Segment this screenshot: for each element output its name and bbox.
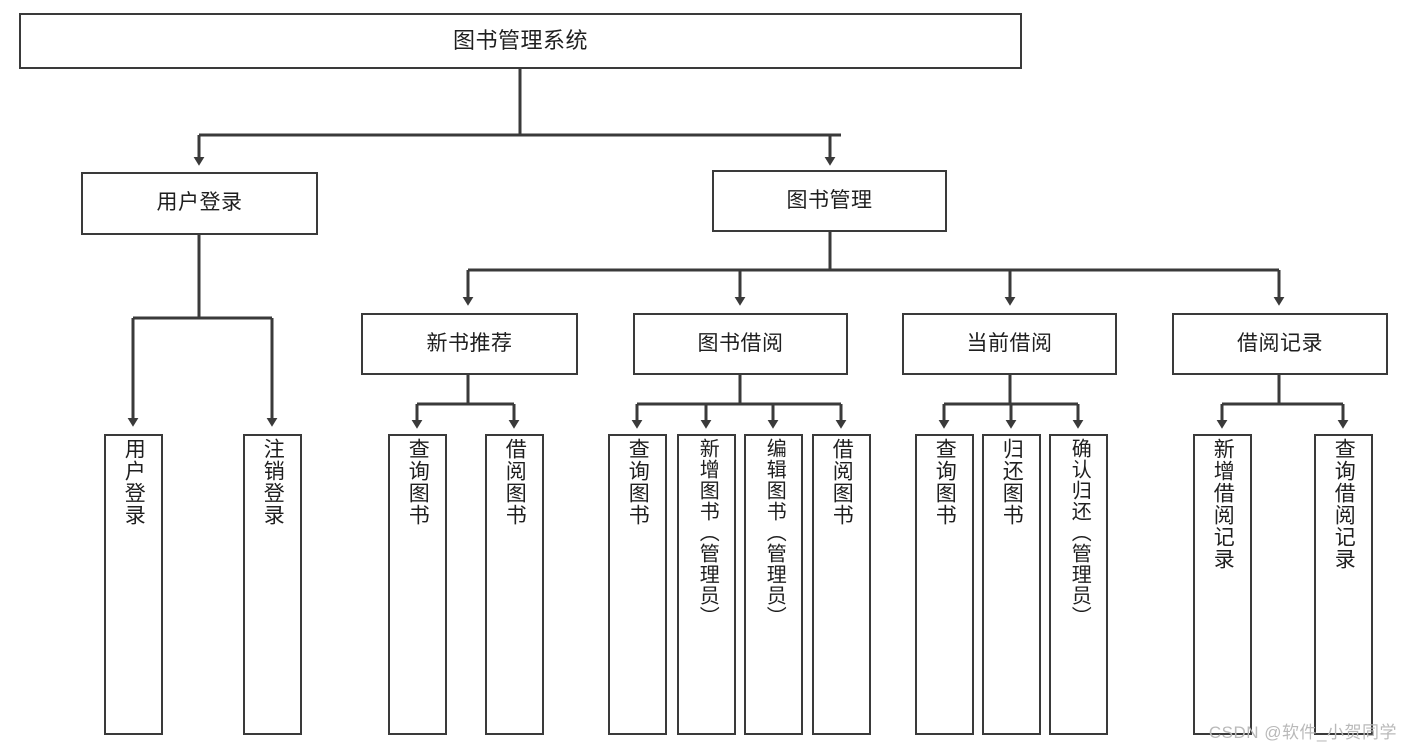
leaf-borrow-borrow-book-label: 借阅图书 xyxy=(830,438,854,526)
leaf-user-login-login-label: 用户登录 xyxy=(122,438,146,526)
leaf-record-search-record-label: 查询借阅记录 xyxy=(1332,438,1356,570)
node-book-borrow[interactable]: 图书借阅 xyxy=(633,313,848,375)
leaf-borrow-search-book-label: 查询图书 xyxy=(626,438,650,526)
node-root[interactable]: 图书管理系统 xyxy=(19,13,1022,69)
leaf-borrow-edit-book-admin-label: 编辑图书（管理员） xyxy=(763,438,786,627)
node-current-borrow-label: 当前借阅 xyxy=(966,331,1053,355)
leaf-record-search-record[interactable]: 查询借阅记录 xyxy=(1314,434,1373,735)
leaf-borrow-borrow-book[interactable]: 借阅图书 xyxy=(812,434,871,735)
leaf-borrow-add-book-admin[interactable]: 新增图书（管理员） xyxy=(677,434,736,735)
node-current-borrow[interactable]: 当前借阅 xyxy=(902,313,1117,375)
leaf-current-search-book-label: 查询图书 xyxy=(933,438,957,526)
node-book-borrow-label: 图书借阅 xyxy=(697,331,784,355)
leaf-borrow-search-book[interactable]: 查询图书 xyxy=(608,434,667,735)
node-book-management-label: 图书管理 xyxy=(786,188,873,212)
leaf-user-login-logout-label: 注销登录 xyxy=(261,438,285,526)
leaf-recommend-borrow-book[interactable]: 借阅图书 xyxy=(485,434,544,735)
node-user-login-label: 用户登录 xyxy=(156,191,243,215)
leaf-user-login-login[interactable]: 用户登录 xyxy=(104,434,163,735)
node-root-label: 图书管理系统 xyxy=(452,28,588,54)
node-new-book-recommend-label: 新书推荐 xyxy=(426,331,513,355)
node-book-management[interactable]: 图书管理 xyxy=(712,170,947,232)
leaf-current-return-book-label: 归还图书 xyxy=(1000,438,1024,526)
leaf-user-login-logout[interactable]: 注销登录 xyxy=(243,434,302,735)
node-new-book-recommend[interactable]: 新书推荐 xyxy=(361,313,578,375)
leaf-borrow-edit-book-admin[interactable]: 编辑图书（管理员） xyxy=(744,434,803,735)
leaf-current-confirm-return-admin[interactable]: 确认归还（管理员） xyxy=(1049,434,1108,735)
leaf-current-search-book[interactable]: 查询图书 xyxy=(915,434,974,735)
node-borrow-record[interactable]: 借阅记录 xyxy=(1172,313,1388,375)
leaf-recommend-search-book[interactable]: 查询图书 xyxy=(388,434,447,735)
leaf-recommend-search-book-label: 查询图书 xyxy=(406,438,430,526)
leaf-current-return-book[interactable]: 归还图书 xyxy=(982,434,1041,735)
watermark: CSDN @软件_小贺同学 xyxy=(1208,723,1397,742)
leaf-current-confirm-return-admin-label: 确认归还（管理员） xyxy=(1068,438,1091,627)
leaf-recommend-borrow-book-label: 借阅图书 xyxy=(503,438,527,526)
leaf-borrow-add-book-admin-label: 新增图书（管理员） xyxy=(696,438,719,627)
node-borrow-record-label: 借阅记录 xyxy=(1237,331,1323,355)
leaf-record-add-record[interactable]: 新增借阅记录 xyxy=(1193,434,1252,735)
leaf-record-add-record-label: 新增借阅记录 xyxy=(1211,438,1235,570)
node-user-login[interactable]: 用户登录 xyxy=(81,172,318,235)
